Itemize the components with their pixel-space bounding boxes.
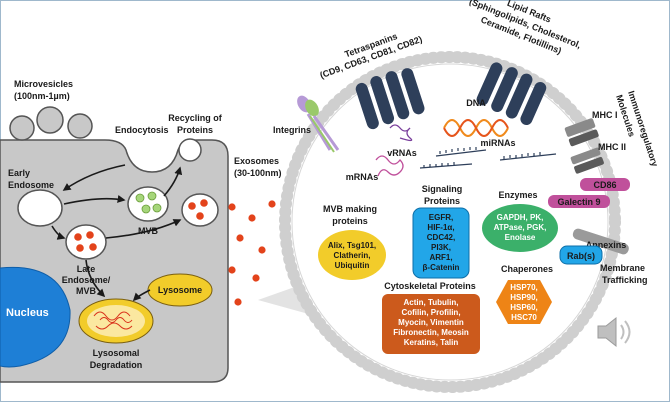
mrnas-label: mRNAs [346, 172, 379, 182]
lysosome: Lysosome [147, 273, 213, 307]
cytoskeletal-item: Actin, Tubulin, [404, 298, 459, 307]
chaperones-title: Chaperones [501, 264, 553, 274]
vrnas-label: vRNAs [387, 148, 417, 158]
mvb-vesicle [127, 186, 169, 222]
mvb-making-title: MVB making [323, 204, 377, 214]
degradation-label-2: Degradation [90, 360, 143, 370]
early-endosome [17, 189, 63, 227]
early-endosome-label-2: Endosome [8, 180, 54, 190]
cd86-label: CD86 [593, 180, 616, 190]
lysosomal-degradation [78, 298, 154, 344]
late-endosome-label: Late [77, 264, 96, 274]
microvesicles-size: (100nm-1µm) [14, 91, 70, 101]
mvb-making-title-2: proteins [332, 216, 368, 226]
mvb-label: MVB [138, 226, 159, 236]
integrins-label: Integrins [273, 125, 311, 135]
cytoskeletal-title: Cytoskeletal Proteins [384, 281, 476, 291]
enzymes-item: Enolase [505, 233, 536, 242]
mirnas-label: miRNAs [480, 138, 515, 148]
signaling-item: CDC42, [427, 233, 455, 242]
mvb-making-item: Alix, Tsg101, [328, 241, 376, 250]
cytoskeletal-box [382, 294, 480, 354]
microvesicle [36, 106, 64, 134]
integrins-protein [297, 95, 340, 153]
late-endosome-label-3: MVB [76, 286, 97, 296]
nucleus: Nucleus [0, 266, 71, 368]
chaperones-item: HSP90, [510, 293, 538, 302]
microvesicles-label: Microvesicles [14, 79, 73, 89]
mhc1-label: MHC I [592, 110, 618, 120]
endocytosis-label: Endocytosis [115, 125, 169, 135]
mrna-strand [375, 155, 404, 177]
enzymes-item: GAPDH, PK, [497, 213, 544, 222]
signaling-item: PI3K, [431, 243, 451, 252]
chaperones-item: HSP60, [510, 303, 538, 312]
vrna-strand [389, 124, 413, 142]
cd86-marker [580, 178, 630, 191]
annexins-label: Annexins [586, 240, 627, 250]
mvb-making-item: Ubiquitin [335, 261, 370, 270]
exosomes-label: Exosomes [234, 156, 279, 166]
pathway-arrows [51, 164, 183, 302]
signaling-item: HIF-1α, [427, 223, 454, 232]
dna-label: DNA [466, 98, 486, 108]
rabs-label: Rab(s) [567, 251, 595, 261]
early-endosome-label: Early [8, 168, 30, 178]
enzymes-item: ATPase, PGK, [494, 223, 547, 232]
speaker-icon[interactable] [597, 316, 631, 348]
lipid-rafts-protein [476, 62, 547, 126]
enzymes-blob [482, 204, 558, 252]
signaling-title-2: Proteins [424, 196, 460, 206]
degradation-label: Lysosomal [93, 348, 140, 358]
cytoskeletal-item: Fibronectin, Meosin [393, 328, 469, 337]
signaling-title: Signaling [422, 184, 463, 194]
chaperones-item: HSP70, [510, 283, 538, 292]
fusing-mvb [181, 193, 219, 227]
mvb-making-blob [318, 230, 386, 280]
exosomes-size: (30-100nm) [234, 168, 282, 178]
microvesicle [67, 113, 93, 139]
mhc1-protein [564, 118, 599, 147]
dna-helix [443, 119, 509, 137]
mhc2-label: MHC II [598, 142, 626, 152]
mhc2-protein [570, 147, 604, 174]
recycling-vesicle [178, 138, 202, 162]
enzymes-title: Enzymes [498, 190, 537, 200]
mirna-strands [419, 147, 557, 169]
chaperones-item: HSC70 [511, 313, 537, 322]
microvesicle [9, 115, 35, 141]
galectin-marker [548, 195, 610, 208]
cytoskeletal-item: Keratins, Talin [404, 338, 459, 347]
annexins-marker [572, 228, 629, 255]
cytoskeletal-item: Cofilin, Profilin, [401, 308, 460, 317]
released-exosomes [228, 200, 276, 306]
rabs-marker [559, 245, 603, 265]
mvb-making-item: Clatherin, [334, 251, 371, 260]
membrane-trafficking-label-2: Trafficking [602, 275, 648, 285]
membrane-trafficking-label: Membrane [600, 263, 645, 273]
nucleus-label: Nucleus [6, 307, 49, 319]
signaling-item: β-Catenin [423, 263, 460, 272]
signaling-item: ARF1, [429, 253, 452, 262]
recycling-label-2: Proteins [177, 125, 213, 135]
recycling-label: Recycling of [168, 113, 223, 123]
late-endosome [65, 224, 107, 260]
signaling-box [412, 207, 470, 279]
lysosome-label: Lysosome [158, 285, 202, 295]
galectin-label: Galectin 9 [557, 197, 600, 207]
chaperones-hexagon [496, 280, 552, 324]
cytoskeletal-item: Myocin, Vimentin [398, 318, 464, 327]
late-endosome-label-2: Endosome/ [62, 275, 111, 285]
signaling-item: EGFR, [429, 213, 453, 222]
tetraspanins-protein [355, 68, 425, 130]
